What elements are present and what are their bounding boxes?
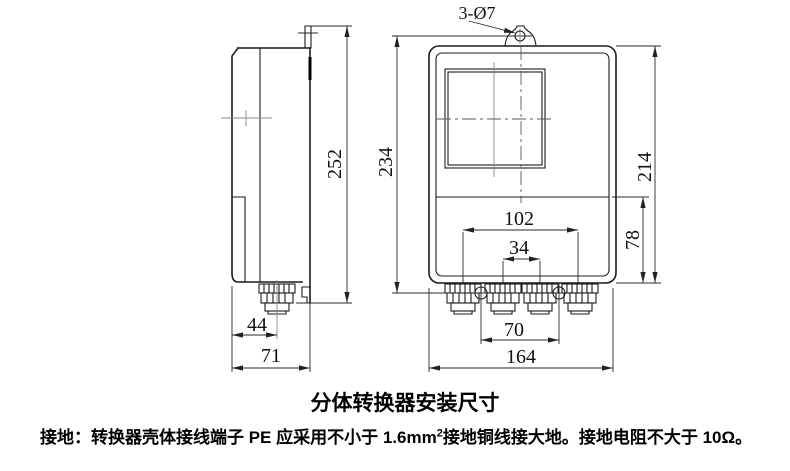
- bottom-screw-left: [474, 286, 488, 300]
- dim-body-width: 164: [506, 346, 536, 368]
- cable-gland-2: [484, 283, 522, 315]
- dim-hole-to-screw-height: 234: [375, 147, 397, 177]
- dim-side-total-height: 252: [324, 149, 346, 179]
- note-text-1: 接地：转换器壳体接线端子 PE 应采用不小于 1.6mm: [40, 428, 437, 447]
- cable-gland-1: [444, 283, 482, 315]
- dim-side-gland-offset: 44: [247, 314, 267, 336]
- dim-screw-span: 70: [504, 319, 524, 341]
- note-superscript: 2: [436, 427, 443, 440]
- hole-label: 3-Ø7: [459, 3, 496, 23]
- front-body: [428, 45, 617, 284]
- bottom-screw-right: [552, 286, 566, 300]
- drawing-caption: 分体转换器安装尺寸: [310, 392, 500, 415]
- cable-gland-4: [561, 283, 599, 315]
- dim-side-depth: 71: [261, 345, 281, 367]
- centerline-cross: [221, 110, 272, 126]
- dim-outer-gland-span: 102: [504, 208, 534, 230]
- cable-gland-3: [521, 283, 559, 315]
- note-text-2: 接地铜线接大地。接地电阻不大于 10Ω。: [442, 428, 753, 447]
- front-window: [444, 68, 546, 169]
- side-view: 252 44 71: [221, 25, 352, 372]
- technical-drawing: 252 44 71 3-Ø7: [221, 3, 661, 372]
- side-mount-tab: [304, 25, 312, 49]
- dim-lower-section-height: 78: [622, 230, 644, 250]
- grounding-note: 接地：转换器壳体接线端子 PE 应采用不小于 1.6mm2接地铜线接大地。接地电…: [40, 423, 770, 448]
- top-mount-hole: [514, 30, 526, 42]
- dim-inner-gland-span: 34: [509, 237, 529, 259]
- front-view: 3-Ø7 102 34: [375, 3, 661, 372]
- dim-top-to-bottom-height: 214: [634, 152, 656, 182]
